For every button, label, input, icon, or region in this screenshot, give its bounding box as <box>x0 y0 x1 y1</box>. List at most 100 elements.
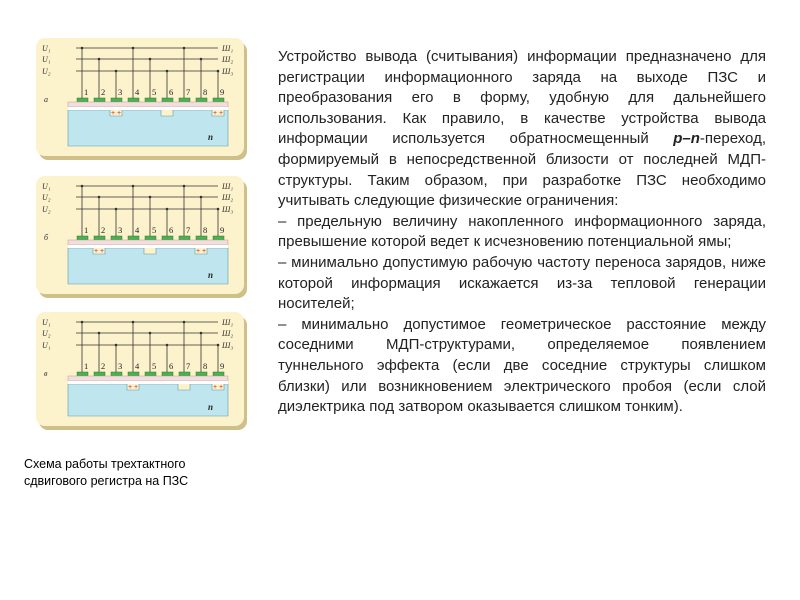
bus-label-right: Ш₂ <box>221 55 233 64</box>
bus-label-right: Ш₃ <box>221 67 233 76</box>
electrode-gate <box>144 235 157 241</box>
wire-junction <box>148 331 152 335</box>
diagram-letter: б <box>44 233 49 242</box>
electrode-number: 9 <box>220 361 224 371</box>
bus-label-right: Ш₁ <box>221 318 233 327</box>
substrate-layer <box>67 383 229 417</box>
electrode-gate <box>178 235 191 241</box>
bus-label-left: U₁ <box>42 44 51 53</box>
oxide-layer <box>67 239 229 246</box>
constraint-item-1: – предельную величину накопленного инфор… <box>278 212 766 251</box>
bus-label-left: U₂ <box>42 67 51 76</box>
wire-junction <box>80 320 84 324</box>
electrode-number: 3 <box>118 87 122 97</box>
bus-label-left: U₂ <box>42 329 51 338</box>
electrode-gate <box>195 235 208 241</box>
wire-junction <box>165 343 169 347</box>
electrode-gate <box>212 235 225 241</box>
electrode-gate <box>161 371 174 377</box>
bus-label-left: U₂ <box>42 205 51 214</box>
electrode-number: 8 <box>203 361 207 371</box>
depletion-gap <box>68 107 228 110</box>
bus-label-right: Ш₂ <box>221 329 233 338</box>
wire-junction <box>80 46 84 50</box>
electrode-number: 2 <box>101 225 105 235</box>
electrode-gate <box>93 235 106 241</box>
bus-label-left: U₁ <box>42 182 51 191</box>
electrode-gate <box>76 97 89 103</box>
wire-junction <box>199 57 203 61</box>
wire-junction <box>165 69 169 73</box>
electrode-number: 5 <box>152 225 156 235</box>
wire-junction <box>97 195 101 199</box>
intro-text-a: Устройство вывода (считывания) информаци… <box>278 48 766 148</box>
electrode-number: 1 <box>84 361 88 371</box>
wire-junction <box>148 195 152 199</box>
diagram-letter: а <box>44 95 48 104</box>
substrate-label: n <box>208 270 213 280</box>
electrode-gate <box>144 371 157 377</box>
bus-label-right: Ш₂ <box>221 193 233 202</box>
bus-label-right: Ш₃ <box>221 341 233 350</box>
oxide-layer <box>67 101 229 108</box>
electrode-number: 1 <box>84 87 88 97</box>
depletion-gap <box>68 381 228 384</box>
wire-junction <box>216 207 220 211</box>
electrode-number: 3 <box>118 225 122 235</box>
electrode-gate <box>178 97 191 103</box>
electrode-gate <box>195 97 208 103</box>
wire-junction <box>216 343 220 347</box>
electrode-number: 4 <box>135 87 140 97</box>
wire-junction <box>97 331 101 335</box>
charge-packet: + + <box>94 248 104 255</box>
wire-junction <box>182 184 186 188</box>
electrode-number: 7 <box>186 361 190 371</box>
bus-label-left: U₁ <box>42 55 51 64</box>
body-text: Устройство вывода (считывания) информаци… <box>278 47 766 418</box>
electrode-number: 2 <box>101 87 105 97</box>
wire-junction <box>182 46 186 50</box>
bus-label-left: U₁ <box>42 341 51 350</box>
wire-junction <box>131 184 135 188</box>
electrode-gate <box>127 235 140 241</box>
intro-text-b: -переход, формируемый в непосредственной… <box>278 130 766 210</box>
electrode-gate <box>178 371 191 377</box>
electrode-number: 4 <box>135 225 140 235</box>
figure-caption: Схема работы трехтактного сдвигового рег… <box>24 457 189 488</box>
wire-junction <box>114 207 118 211</box>
wire-junction <box>148 57 152 61</box>
bus-label-right: Ш₁ <box>221 182 233 191</box>
electrode-gate <box>110 235 123 241</box>
wire-junction <box>182 320 186 324</box>
electrode-number: 2 <box>101 361 105 371</box>
wire-junction <box>199 331 203 335</box>
depletion-gap <box>68 245 228 248</box>
bus-label-right: Ш₁ <box>221 44 233 53</box>
electrode-number: 9 <box>220 87 224 97</box>
electrode-number: 7 <box>186 225 190 235</box>
constraint-item-3: – минимально допустимое геометрическое р… <box>278 315 766 416</box>
wire-junction <box>97 57 101 61</box>
substrate-label: n <box>208 132 213 142</box>
bus-label-left: U₂ <box>42 193 51 202</box>
electrode-number: 4 <box>135 361 140 371</box>
constraint-item-2: – минимально допустимую рабочую частоту … <box>278 253 766 313</box>
electrode-number: 9 <box>220 225 224 235</box>
electrode-gate <box>195 371 208 377</box>
wire-junction <box>114 69 118 73</box>
electrode-gate <box>144 97 157 103</box>
bus-label-left: U₁ <box>42 318 51 327</box>
electrode-gate <box>76 235 89 241</box>
electrode-number: 6 <box>169 361 173 371</box>
electrode-number: 5 <box>152 361 156 371</box>
electrode-gate <box>93 371 106 377</box>
electrode-gate <box>127 371 140 377</box>
charge-packet: + + <box>128 384 138 391</box>
wire-junction <box>199 195 203 199</box>
charge-packet: + + <box>196 248 206 255</box>
bus-label-right: Ш₃ <box>221 205 233 214</box>
